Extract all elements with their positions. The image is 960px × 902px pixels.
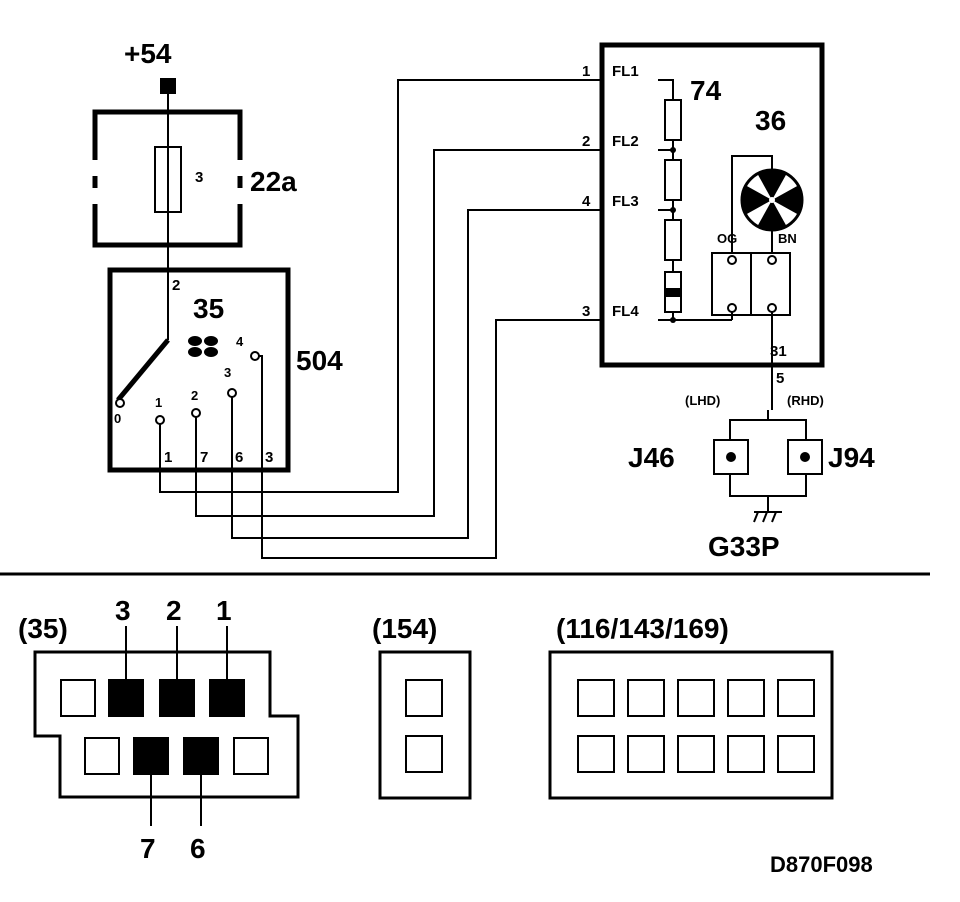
connector-116-label: (116/143/169) bbox=[556, 613, 729, 644]
connector-35-pin-3: 3 bbox=[115, 595, 131, 626]
switch-position-label-4: 4 bbox=[236, 334, 244, 349]
terminal-pin-4: 4 bbox=[582, 193, 591, 210]
switch-pin-1: 1 bbox=[164, 449, 172, 466]
wire-fl1 bbox=[159, 79, 602, 493]
wire-fl3 bbox=[231, 209, 602, 539]
fuse-ref: 22a bbox=[250, 166, 297, 197]
harness-wires bbox=[159, 79, 602, 559]
connector-154-outline bbox=[378, 650, 472, 800]
terminal-name-fl3: FL3 bbox=[612, 193, 639, 210]
terminal-name-fl4: FL4 bbox=[612, 303, 639, 320]
terminal-name-fl1: FL1 bbox=[612, 63, 639, 80]
motor-number: 36 bbox=[755, 105, 786, 136]
connector-154-cavity-1 bbox=[405, 679, 443, 717]
figure-code: D870F098 bbox=[770, 852, 873, 877]
connector-35-cavity-7 bbox=[133, 737, 169, 775]
ground-lower-brace bbox=[729, 474, 807, 512]
blower-module-box bbox=[599, 42, 825, 368]
connector-35-outline bbox=[33, 650, 300, 799]
terminal-pin-2: 2 bbox=[582, 133, 590, 150]
terminal-pin-3: 3 bbox=[582, 303, 590, 320]
motor-connector bbox=[711, 252, 791, 410]
switch-pin-6: 6 bbox=[235, 449, 243, 466]
connector-35-pin-6: 6 bbox=[190, 833, 206, 864]
connector-35-pin-2: 2 bbox=[166, 595, 182, 626]
switch-position-label-3: 3 bbox=[224, 365, 231, 380]
switch-position-3 bbox=[227, 388, 237, 398]
fuse-number: 3 bbox=[195, 169, 203, 186]
resistor-pack: 1 FL1 2 FL2 4 FL3 3 FL4 bbox=[582, 63, 732, 323]
connector-j46-label: J46 bbox=[628, 442, 675, 473]
switch-ref: 504 bbox=[296, 345, 343, 376]
connector-35-pin-7: 7 bbox=[140, 833, 156, 864]
motor-wire-number: 5 bbox=[776, 370, 784, 387]
wire-color-og: OG bbox=[717, 231, 737, 246]
switch-position-0 bbox=[115, 398, 125, 408]
switch-input-pin: 2 bbox=[172, 277, 180, 294]
rhd-label: (RHD) bbox=[787, 393, 824, 408]
switch-pin-3: 3 bbox=[265, 449, 273, 466]
terminal-pin-1: 1 bbox=[582, 63, 590, 80]
connector-j94-label: J94 bbox=[828, 442, 875, 473]
connector-35-cavity-2 bbox=[159, 679, 195, 717]
switch-position-2 bbox=[191, 408, 201, 418]
fan-icon bbox=[188, 336, 218, 357]
blower-switch-box bbox=[107, 267, 291, 473]
wire-fl4 bbox=[261, 319, 602, 559]
connector-35-cavity-6 bbox=[183, 737, 219, 775]
thermal-fuse-mark bbox=[665, 288, 681, 297]
switch-position-4 bbox=[250, 351, 260, 361]
connector-35-cavities bbox=[60, 626, 269, 826]
connector-35-label: (35) bbox=[18, 613, 68, 644]
connector-116-outline bbox=[548, 650, 834, 800]
switch-pin-7: 7 bbox=[200, 449, 208, 466]
connector-35-pin-1: 1 bbox=[216, 595, 232, 626]
fuse-box bbox=[92, 109, 243, 248]
supply-terminal bbox=[160, 78, 176, 94]
lhd-label: (LHD) bbox=[685, 393, 720, 408]
connector-35-cavity-1 bbox=[209, 679, 245, 717]
connector-35-cavity-3 bbox=[108, 679, 144, 717]
switch-position-label-1: 1 bbox=[155, 395, 162, 410]
resistor-1 bbox=[664, 99, 682, 141]
switch-position-label-2: 2 bbox=[191, 388, 198, 403]
motor-pin-out: 31 bbox=[770, 343, 787, 360]
switch-internal-leads bbox=[159, 355, 263, 470]
terminal-name-fl2: FL2 bbox=[612, 133, 639, 150]
connector-154-label: (154) bbox=[372, 613, 437, 644]
connector-154-cavity-2 bbox=[405, 735, 443, 773]
switch-position-label-0: 0 bbox=[114, 411, 121, 426]
switch-number: 35 bbox=[193, 293, 224, 324]
supply-label: +54 bbox=[124, 38, 172, 69]
switch-position-1 bbox=[155, 415, 165, 425]
ground-icon bbox=[753, 511, 782, 523]
connector-116-cavities bbox=[577, 679, 815, 773]
blower-motor bbox=[731, 155, 804, 255]
ground-upper-brace bbox=[729, 410, 807, 425]
switch-contact-arm bbox=[116, 338, 170, 402]
resistor-3 bbox=[664, 219, 682, 261]
wire-color-bn: BN bbox=[778, 231, 797, 246]
resistor-pack-number: 74 bbox=[690, 75, 722, 106]
ground-point-label: G33P bbox=[708, 531, 780, 562]
wire-fl2 bbox=[195, 149, 602, 517]
resistor-2 bbox=[664, 159, 682, 201]
